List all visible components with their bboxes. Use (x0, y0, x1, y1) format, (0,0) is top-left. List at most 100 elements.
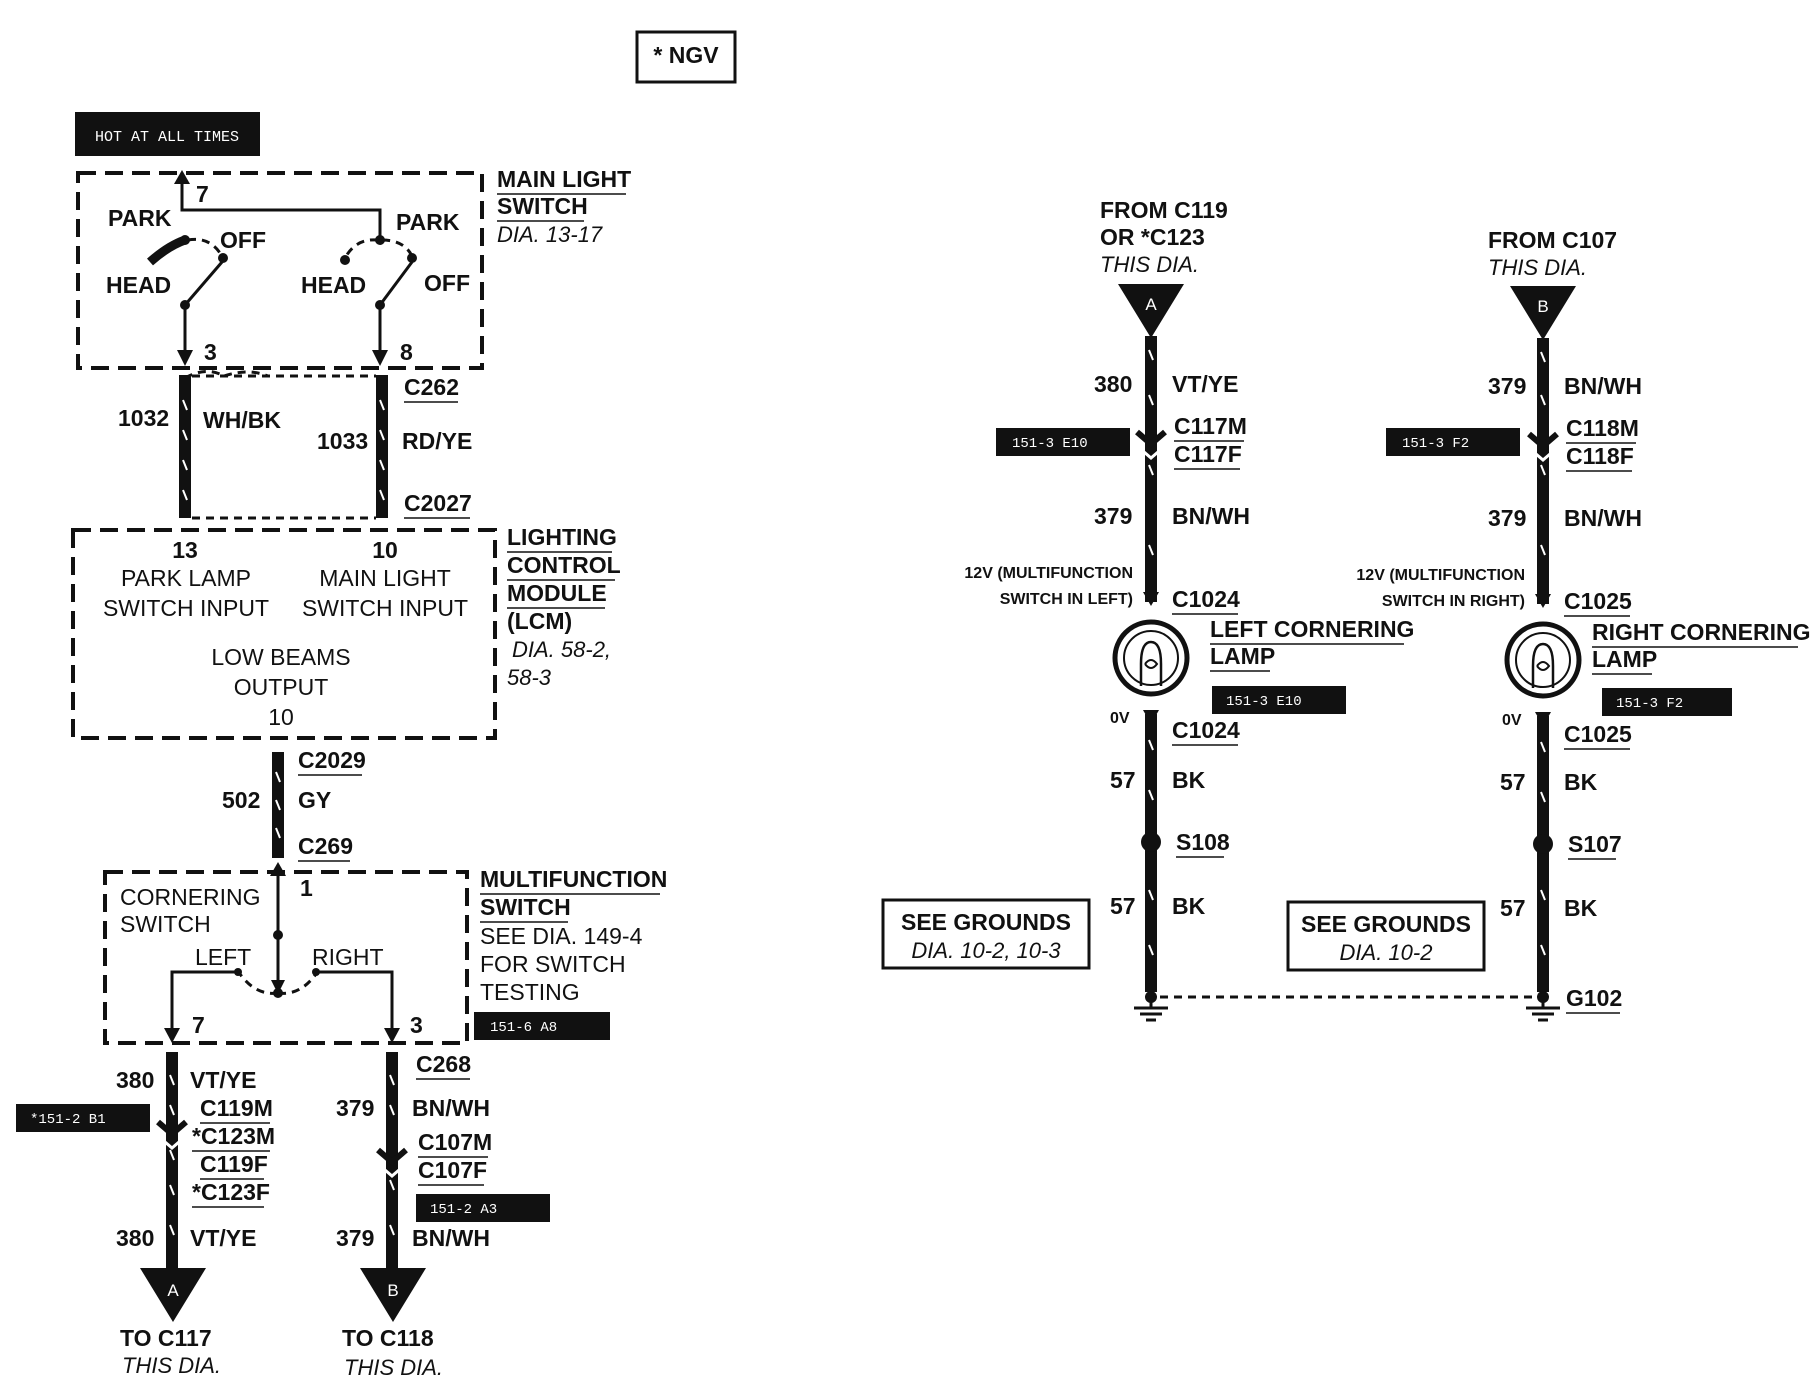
right-cornering-lamp-2: LAMP (1592, 646, 1657, 672)
lamp-ref-151-3-e10: 151-3 E10 (1226, 694, 1302, 710)
left-cornering-lamp-bulb (1112, 619, 1190, 697)
mls-pin-left: 3 (204, 339, 217, 365)
lcm-title-2: CONTROL (507, 552, 621, 578)
wire-379b-color: BN/WH (412, 1225, 490, 1251)
wire-379b-number: 379 (336, 1225, 374, 1251)
wire-1032-color: WH/BK (203, 407, 281, 433)
connector-c117f: C117F (1174, 441, 1242, 467)
wires-1032-1033: C262 1032 WH/BK 1033 RD/YE C2027 (118, 370, 472, 520)
connector-c269: C269 (298, 833, 353, 859)
arrow-a-from (1118, 284, 1184, 338)
connector-c1024-bottom: C1024 (1172, 717, 1240, 743)
wire-1033-number: 1033 (317, 428, 368, 454)
from-a-this-dia: THIS DIA. (1100, 252, 1199, 277)
splice-s108 (1141, 832, 1161, 852)
lcm-dia-1: DIA. 58-2, (512, 637, 611, 662)
hot-at-all-times-label: HOT AT ALL TIMES (95, 129, 239, 146)
lamp-ref-151-3-f2: 151-3 F2 (1616, 696, 1683, 712)
lighting-control-module: 13 10 PARK LAMP SWITCH INPUT MAIN LIGHT … (71, 524, 621, 740)
mfs-ref: 151-6 A8 (490, 1020, 557, 1036)
wire-502-number: 502 (222, 787, 260, 813)
arrow-a-down (140, 1268, 206, 1322)
right-wire-57b-number: 57 (1500, 895, 1526, 921)
mls-left-park: PARK (108, 205, 172, 231)
right-grounds-1: SEE GROUNDS (1301, 911, 1471, 937)
lcm-title-1: LIGHTING (507, 524, 617, 550)
ref-151-2-b1: *151-2 B1 (30, 1112, 106, 1128)
right-wire-379-number: 379 (1094, 503, 1132, 529)
lcm-title-3: MODULE (507, 580, 607, 606)
mls-dia: DIA. 13-17 (497, 222, 603, 247)
right-cornering-lamp-1: RIGHT CORNERING (1592, 619, 1810, 645)
right-cornering-lamp-bulb (1504, 621, 1582, 699)
mfs-testing: TESTING (480, 979, 580, 1005)
mfs-see-dia: SEE DIA. 149-4 (480, 923, 643, 949)
mfs-title-2: SWITCH (480, 894, 571, 920)
wire-380b-number: 380 (116, 1225, 154, 1251)
mfs-pin-7: 7 (192, 1012, 205, 1038)
v12-right-1: 12V (MULTIFUNCTION (1356, 567, 1525, 584)
mfs-left: LEFT (195, 944, 251, 970)
hot-at-all-times-badge: HOT AT ALL TIMES (75, 112, 260, 156)
connector-c117m: C117M (1174, 413, 1247, 439)
right-wire-57b-color: BK (1564, 895, 1598, 921)
right-wire-380-color: VT/YE (1172, 371, 1238, 397)
mfs-pin-1: 1 (300, 875, 313, 901)
mls-left-head: HEAD (106, 272, 171, 298)
left-cornering-lamp-2: LAMP (1210, 643, 1275, 669)
connector-c268: C268 (416, 1051, 471, 1077)
wire-379-number: 379 (336, 1095, 374, 1121)
connector-c107m: C107M (418, 1129, 492, 1155)
connector-c1025-bottom: C1025 (1564, 721, 1632, 747)
wire-380b-color: VT/YE (190, 1225, 256, 1251)
ngv-label: * NGV (653, 42, 719, 68)
right-wire-379-color: BN/WH (1172, 503, 1250, 529)
ref-151-3-f2: 151-3 F2 (1402, 436, 1469, 452)
from-c107: FROM C107 (1488, 227, 1617, 253)
right-b-wire-379b-color: BN/WH (1564, 505, 1642, 531)
cornering-switch-2: SWITCH (120, 911, 211, 937)
left-wire-57b-number: 57 (1110, 893, 1136, 919)
ref-151-2-a3: 151-2 A3 (430, 1202, 497, 1218)
lcm-pin-10-top: 10 (372, 537, 398, 563)
mfs-for-switch: FOR SWITCH (480, 951, 626, 977)
mfs-right: RIGHT (312, 944, 384, 970)
right-wire-380-number: 380 (1094, 371, 1132, 397)
connector-c119m: C119M (200, 1095, 273, 1121)
lcm-low-beams-2: OUTPUT (234, 674, 329, 700)
mfs-title-1: MULTIFUNCTION (480, 866, 667, 892)
v12-left-2: SWITCH IN LEFT) (1000, 591, 1133, 608)
connector-c118f: C118F (1566, 443, 1634, 469)
mfs-pin-3: 3 (410, 1012, 423, 1038)
right-b-wire-379-number: 379 (1488, 373, 1526, 399)
lcm-dia-2: 58-3 (507, 665, 552, 690)
wire-1033-color: RD/YE (402, 428, 472, 454)
lcm-park-lamp-2: SWITCH INPUT (103, 595, 269, 621)
right-cornering-circuit: FROM C107 THIS DIA. B 379 BN/WH C118M C1… (1286, 227, 1810, 1022)
cornering-switch-1: CORNERING (120, 884, 261, 910)
mls-left-off: OFF (220, 227, 266, 253)
lcm-main-light-2: SWITCH INPUT (302, 595, 468, 621)
v12-right-2: SWITCH IN RIGHT) (1382, 593, 1525, 610)
right-b-wire-379-color: BN/WH (1564, 373, 1642, 399)
left-ov: 0V (1110, 710, 1130, 727)
lcm-main-light-1: MAIN LIGHT (319, 565, 451, 591)
v12-left-1: 12V (MULTIFUNCTION (964, 565, 1133, 582)
lcm-title-4: (LCM) (507, 608, 572, 634)
wire-1032-number: 1032 (118, 405, 169, 431)
ref-151-3-e10: 151-3 E10 (1012, 436, 1088, 452)
mls-pin-right: 8 (400, 339, 413, 365)
right-wire-57a-number: 57 (1500, 769, 1526, 795)
right-grounds-2: DIA. 10-2 (1340, 940, 1433, 965)
lcm-park-lamp-1: PARK LAMP (121, 565, 251, 591)
splice-s107 (1533, 834, 1553, 854)
connector-c123f: *C123F (192, 1179, 270, 1205)
splice-s107-label: S107 (1568, 831, 1622, 857)
connector-c2027: C2027 (404, 490, 472, 516)
mls-right-head: HEAD (301, 272, 366, 298)
main-light-switch: 7 PARK OFF HEAD PARK HEAD OFF 3 8 MAIN L… (76, 166, 631, 370)
arrow-b-from-label: B (1537, 297, 1548, 316)
lcm-pin-13: 13 (172, 537, 198, 563)
multifunction-switch: CORNERING SWITCH 1 LEFT RIGHT 7 3 MULTIF… (103, 862, 667, 1045)
this-dia-b: THIS DIA. (344, 1355, 443, 1380)
